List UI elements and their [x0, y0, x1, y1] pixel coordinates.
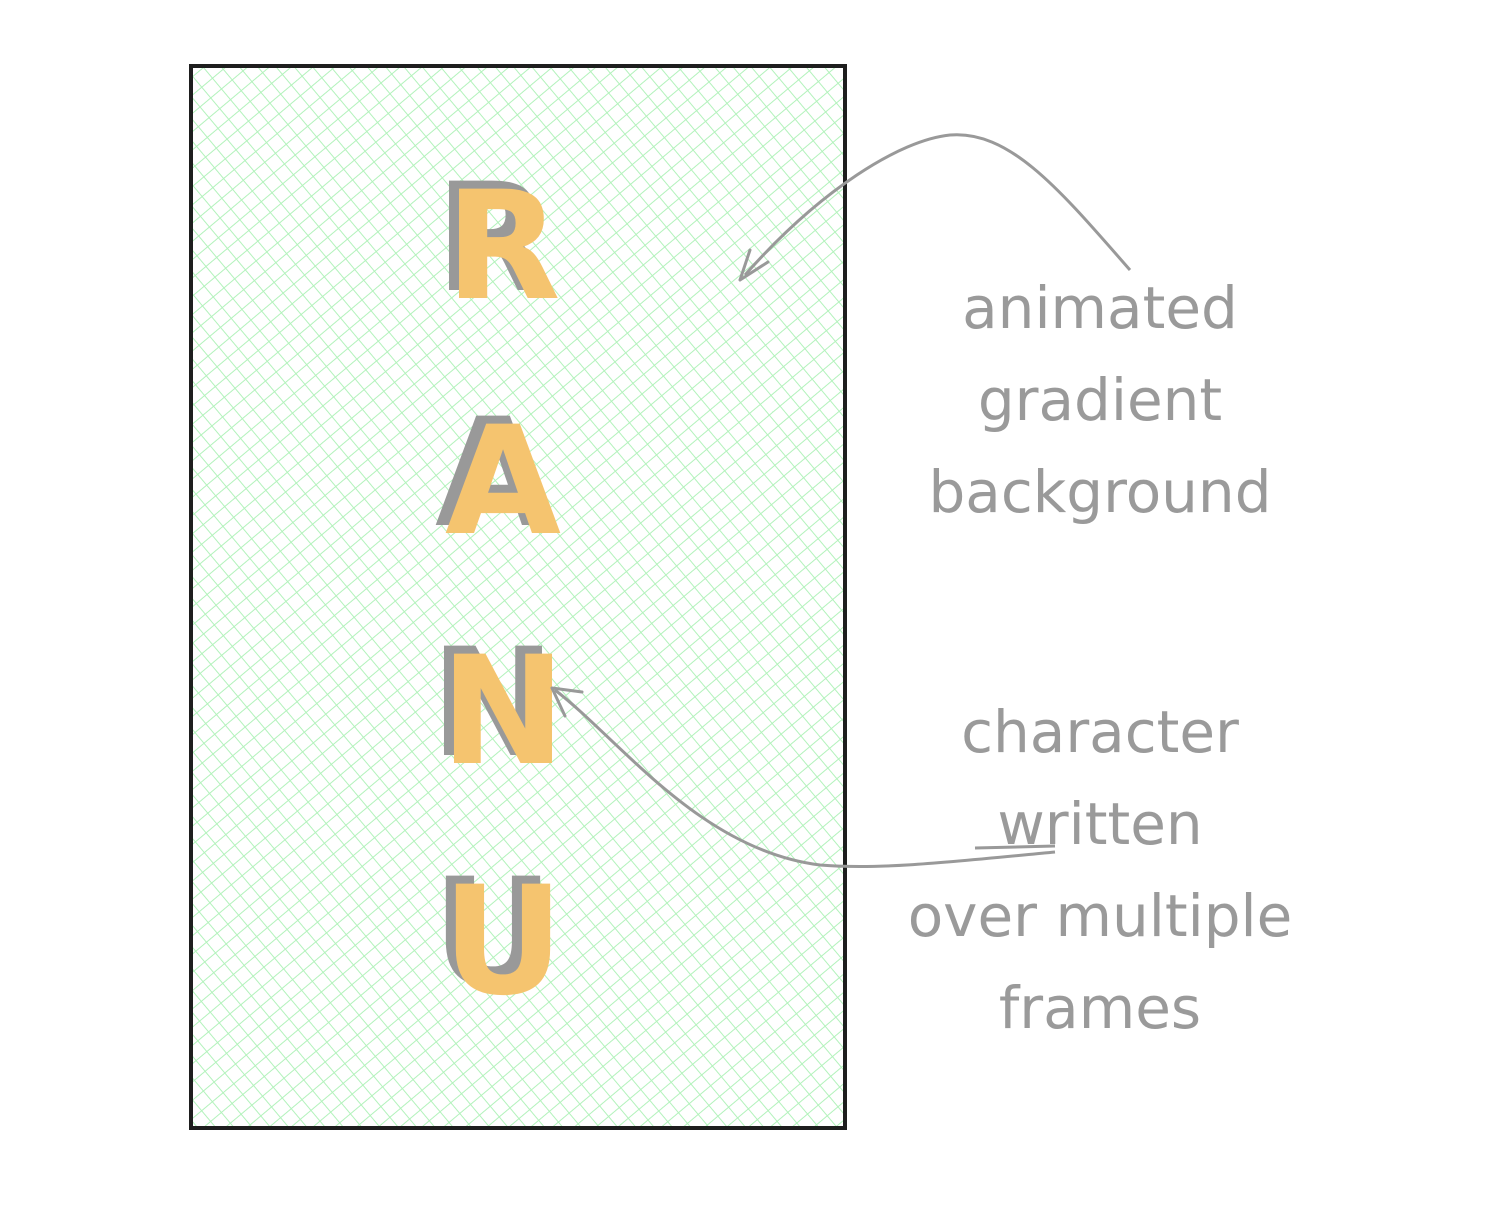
frame-rectangle — [189, 64, 847, 1130]
arrowhead-character — [550, 686, 584, 718]
annotation-line: gradient — [977, 366, 1223, 434]
letter-a: A — [445, 395, 561, 569]
annotation-background: animated gradient background — [870, 262, 1330, 538]
annotation-character: character written over multiple frames — [830, 686, 1370, 1054]
annotation-line: written — [997, 790, 1203, 858]
annotation-line: animated — [962, 274, 1238, 342]
underline-written — [974, 844, 1056, 850]
annotation-line: character — [961, 698, 1239, 766]
arrow-background — [743, 133, 1132, 276]
annotation-line: over multiple — [907, 882, 1293, 950]
arrowhead-background — [738, 248, 770, 282]
annotation-line: frames — [998, 974, 1202, 1042]
letter-u: U — [442, 855, 564, 1029]
annotation-line: background — [928, 458, 1272, 526]
letter-n: N — [440, 625, 566, 799]
letter-r: R — [445, 160, 561, 334]
arrow-character — [554, 688, 1056, 869]
